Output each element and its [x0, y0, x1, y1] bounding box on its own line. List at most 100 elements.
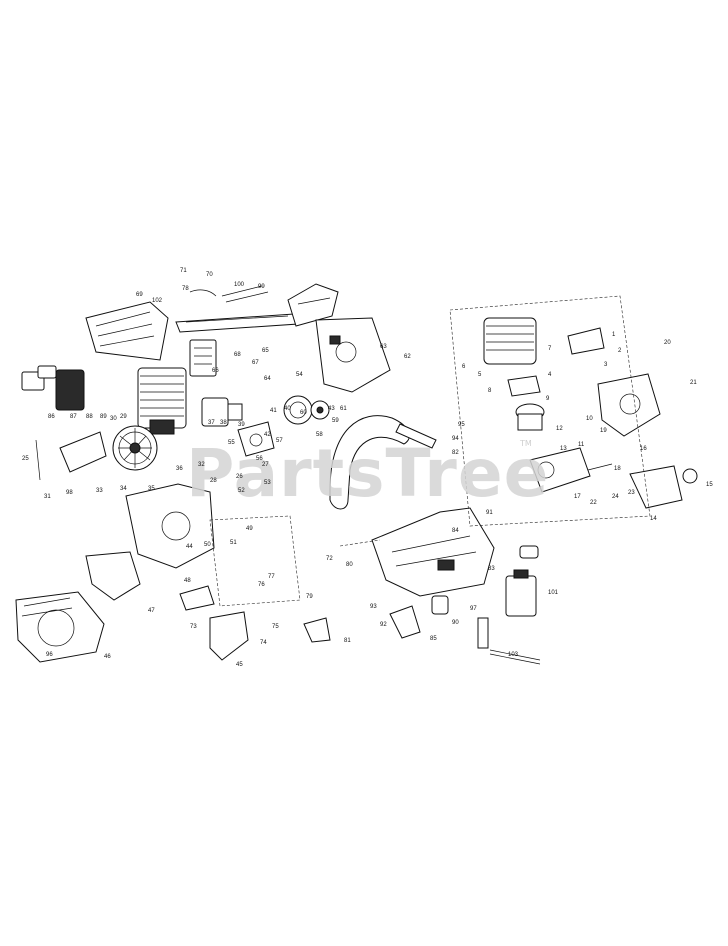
- callout-62: 62: [404, 354, 411, 360]
- callout-50: 50: [204, 542, 211, 548]
- callout-87: 87: [70, 414, 77, 420]
- callout-4: 4: [548, 372, 552, 378]
- callout-20: 20: [664, 340, 671, 346]
- callout-98: 98: [66, 490, 73, 496]
- callout-numbers: 1234567891011121314151617181920212223242…: [22, 268, 713, 668]
- watermark-trademark: TM: [519, 439, 532, 448]
- callout-12: 12: [556, 426, 563, 432]
- callout-16: 16: [640, 446, 647, 452]
- callout-3: 3: [604, 362, 608, 368]
- callout-15: 15: [706, 482, 713, 488]
- throttle-trigger: [303, 605, 421, 643]
- callout-103: 103: [508, 652, 519, 658]
- oil-bottle: [505, 569, 537, 617]
- cylinder-right: [483, 317, 537, 365]
- callout-97: 97: [470, 606, 477, 612]
- callout-10: 10: [586, 416, 593, 422]
- callout-70: 70: [206, 272, 213, 278]
- callout-55: 55: [228, 440, 235, 446]
- callout-36: 36: [176, 466, 183, 472]
- chain-cover: [287, 283, 339, 327]
- callout-32: 32: [198, 462, 205, 468]
- callout-90: 90: [452, 620, 459, 626]
- callout-19: 19: [600, 428, 607, 434]
- callout-93: 93: [370, 604, 377, 610]
- callout-39: 39: [238, 422, 245, 428]
- callout-33: 33: [96, 488, 103, 494]
- callout-88: 88: [86, 414, 93, 420]
- callout-101: 101: [548, 590, 559, 596]
- callout-26: 26: [236, 474, 243, 480]
- callout-86: 86: [48, 414, 55, 420]
- callout-79: 79: [306, 594, 313, 600]
- callout-57: 57: [276, 438, 283, 444]
- callout-17: 17: [574, 494, 581, 500]
- callout-81: 81: [344, 638, 351, 644]
- callout-92: 92: [380, 622, 387, 628]
- callout-2: 2: [618, 348, 622, 354]
- callout-85: 85: [430, 636, 437, 642]
- callout-68: 68: [234, 352, 241, 358]
- callout-5: 5: [478, 372, 482, 378]
- callout-99: 99: [258, 284, 265, 290]
- gasket: [507, 375, 541, 397]
- crankshaft: [529, 447, 613, 493]
- handle-bracket: [59, 431, 107, 473]
- callout-43: 43: [328, 406, 335, 412]
- callout-34: 34: [120, 486, 127, 492]
- callout-13: 13: [560, 446, 567, 452]
- fuel-line: [35, 289, 217, 481]
- callout-71: 71: [180, 268, 187, 274]
- callout-82: 82: [452, 450, 459, 456]
- callout-9: 9: [546, 396, 550, 402]
- callout-74: 74: [260, 640, 267, 646]
- clutch-drum: [283, 395, 330, 425]
- callout-44: 44: [186, 544, 193, 550]
- muffler-assembly: [21, 365, 85, 411]
- watermark-text: PartsTree: [186, 435, 549, 512]
- callout-89: 89: [100, 414, 107, 420]
- callout-28: 28: [210, 478, 217, 484]
- callout-54: 54: [296, 372, 303, 378]
- callout-72: 72: [326, 556, 333, 562]
- callout-80: 80: [346, 562, 353, 568]
- callout-78: 78: [182, 286, 189, 292]
- crankcase-right: [597, 373, 661, 437]
- callout-96: 96: [46, 652, 53, 658]
- starter-housing: [15, 591, 105, 663]
- callout-25: 25: [22, 456, 29, 462]
- callout-11: 11: [578, 442, 585, 448]
- piston: [515, 403, 545, 431]
- callout-91: 91: [486, 510, 493, 516]
- callout-23: 23: [628, 490, 635, 496]
- callout-60: 60: [300, 410, 307, 416]
- guide-bar: [175, 313, 299, 333]
- crankcase-housing: [125, 483, 215, 569]
- callout-22: 22: [590, 500, 597, 506]
- fan-housing: [85, 551, 141, 601]
- chain-brake-lever: [395, 423, 437, 449]
- callout-46: 46: [104, 654, 111, 660]
- callout-64: 64: [264, 376, 271, 382]
- callout-41: 41: [270, 408, 277, 414]
- callout-66: 66: [212, 368, 219, 374]
- callout-1: 1: [612, 332, 616, 338]
- callout-24: 24: [612, 494, 619, 500]
- callout-100: 100: [234, 282, 245, 288]
- callout-58: 58: [316, 432, 323, 438]
- callout-48: 48: [184, 578, 191, 584]
- callout-7: 7: [548, 346, 552, 352]
- assembly-boundaries: [209, 295, 651, 607]
- reed-valve: [567, 327, 605, 355]
- fuel-filter: [431, 545, 539, 615]
- callout-29: 29: [120, 414, 127, 420]
- callout-67: 67: [252, 360, 259, 366]
- callout-31: 31: [44, 494, 51, 500]
- engine-cylinder: [137, 367, 187, 435]
- callout-49: 49: [246, 526, 253, 532]
- ignition-module: [189, 339, 217, 377]
- callout-40: 40: [284, 406, 291, 412]
- callout-77: 77: [268, 574, 275, 580]
- throttle-linkage: [179, 585, 249, 661]
